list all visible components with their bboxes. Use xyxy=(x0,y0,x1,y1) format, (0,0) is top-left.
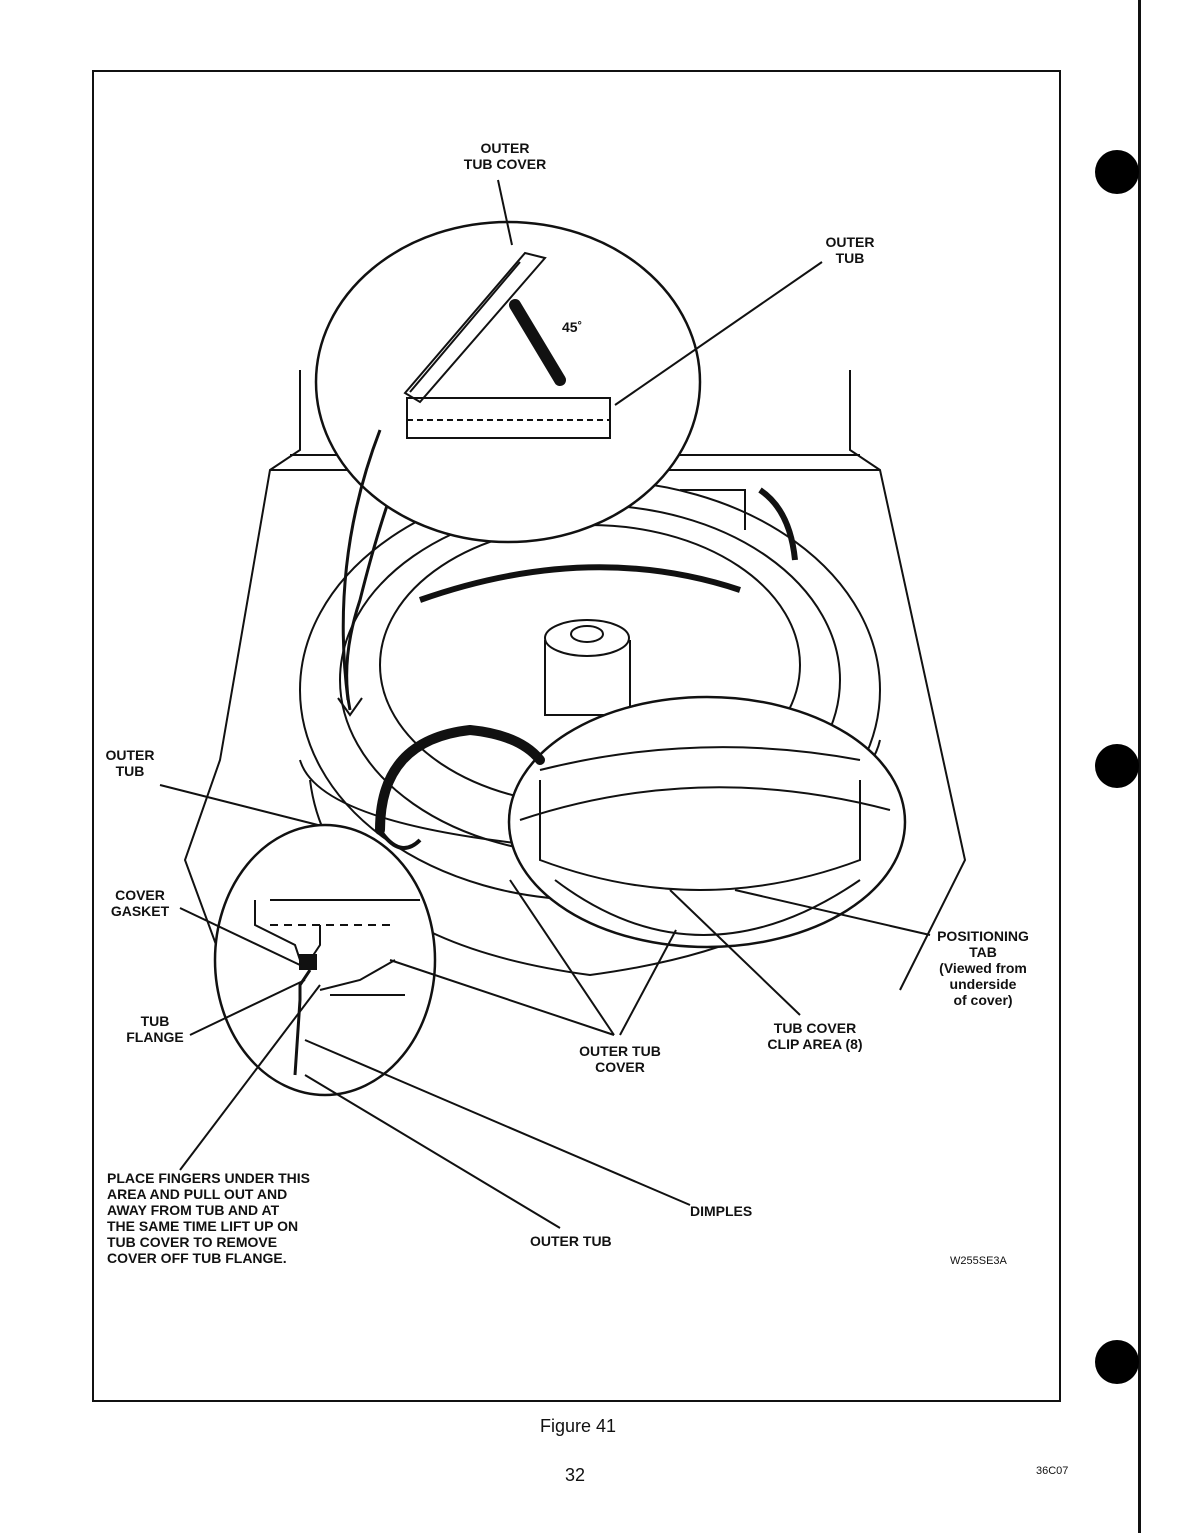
binder-hole xyxy=(1095,1340,1139,1384)
tub-flange-label: TUB FLANGE xyxy=(126,1013,184,1045)
outer-tub-bottom-label: OUTER TUB xyxy=(530,1233,612,1249)
outer-tub-left-label: OUTER TUB xyxy=(105,747,155,779)
cover-gasket-label: COVER GASKET xyxy=(110,887,170,919)
outer-tub-cover-top-label: OUTER TUB COVER xyxy=(463,140,547,172)
binder-hole xyxy=(1095,744,1139,788)
positioning-tab-label: POSITIONING TAB (Viewed from underside o… xyxy=(937,928,1029,1008)
outer-tub-cover-bottom-label: OUTER TUB COVER xyxy=(579,1043,661,1075)
document-code: 36C07 xyxy=(1036,1465,1069,1477)
figure-frame xyxy=(92,70,1061,1402)
figure-caption: Figure 41 xyxy=(540,1416,617,1436)
binder-hole xyxy=(1095,150,1139,194)
page-number: 32 xyxy=(565,1465,586,1485)
dimples-label: DIMPLES xyxy=(690,1203,753,1219)
removal-instructions: PLACE FINGERS UNDER THIS AREA AND PULL O… xyxy=(107,1170,311,1266)
tub-cover-clip-area-label: TUB COVER CLIP AREA (8) xyxy=(767,1020,863,1052)
drawing-id: W255SE3A xyxy=(950,1255,1007,1267)
angle-label: 45˚ xyxy=(562,319,583,335)
outer-tub-top-right-label: OUTER TUB xyxy=(825,234,875,266)
binding-edge-line xyxy=(1138,0,1141,1533)
